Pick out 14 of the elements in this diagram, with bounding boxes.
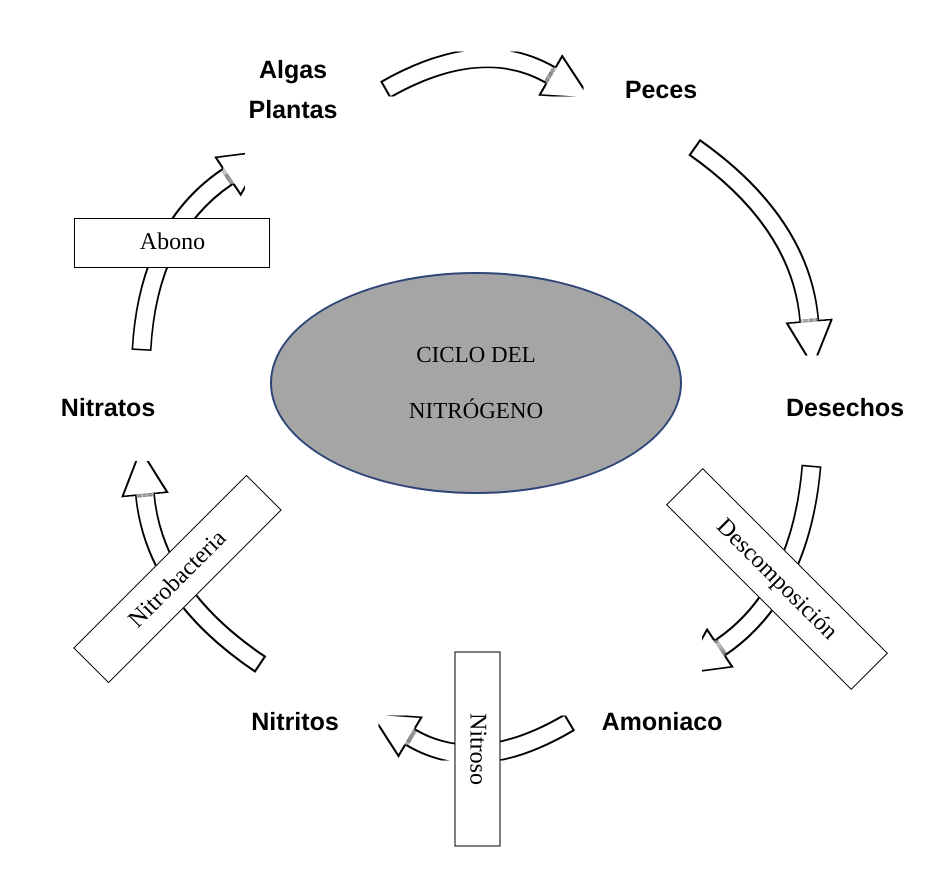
stage-label: Amoniaco	[587, 702, 737, 742]
block-arrow	[121, 448, 267, 673]
stage-label: Nitratos	[38, 388, 178, 428]
title-text: CICLO DEL NITRÓGENO	[408, 341, 544, 425]
block-arrow	[688, 139, 833, 368]
stage-label: Algas Plantas	[228, 50, 358, 130]
block-arrow	[368, 713, 575, 764]
edge-label: Nitroso	[454, 652, 501, 847]
block-arrow	[380, 48, 593, 99]
stage-label: Peces	[606, 70, 716, 110]
stage-label: Nitritos	[230, 702, 360, 742]
block-arrow	[682, 464, 822, 676]
edge-label: Abono	[74, 218, 270, 268]
stage-label: Desechos	[770, 388, 920, 428]
